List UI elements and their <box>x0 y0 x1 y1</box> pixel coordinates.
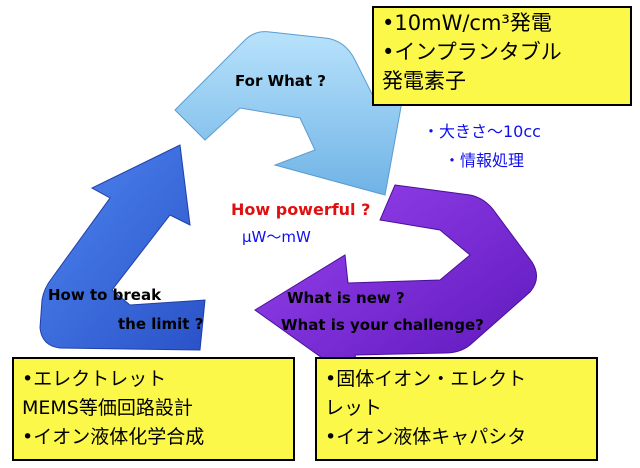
note-info: ・情報処理 <box>444 151 525 170</box>
box-bottom-left-line1: •エレクトレット <box>22 368 167 390</box>
box-bottom-left-line3: •イオン液体化学合成 <box>22 426 205 448</box>
arrow-left-label-line1: How to break <box>48 286 162 304</box>
arrow-right <box>254 184 537 387</box>
box-bottom-right-line1: •固体イオン・エレクト <box>325 368 527 390</box>
arrow-left-label-line2: the limit ? <box>118 315 204 333</box>
arrow-top-label: For What ? <box>235 72 327 90</box>
box-top-right-line1: •10mW/cm³発電 <box>382 11 552 35</box>
center-title: How powerful ? <box>231 200 371 219</box>
box-bottom-left-line2: MEMS等価回路設計 <box>22 397 193 419</box>
box-bottom-left: •エレクトレット MEMS等価回路設計 •イオン液体化学合成 <box>12 357 295 461</box>
arrow-left <box>39 144 206 351</box>
box-top-right-line2: •インプランタブル <box>382 40 562 64</box>
note-size: ・大きさ～10cc <box>423 122 541 141</box>
arrow-right-label-line2: What is your challenge? <box>281 316 484 334</box>
arrow-top <box>174 31 406 196</box>
box-bottom-right-line3: •イオン液体キャパシタ <box>325 426 527 448</box>
box-top-right-line3: 発電素子 <box>382 69 466 93</box>
arrow-right-label-line1: What is new ? <box>287 289 405 307</box>
box-bottom-right: •固体イオン・エレクト レット •イオン液体キャパシタ <box>315 357 598 461</box>
box-top-right: •10mW/cm³発電 •インプランタブル 発電素子 <box>372 6 632 106</box>
box-bottom-right-line2: レット <box>325 397 383 419</box>
center-unit-range: μW～mW <box>242 228 311 246</box>
